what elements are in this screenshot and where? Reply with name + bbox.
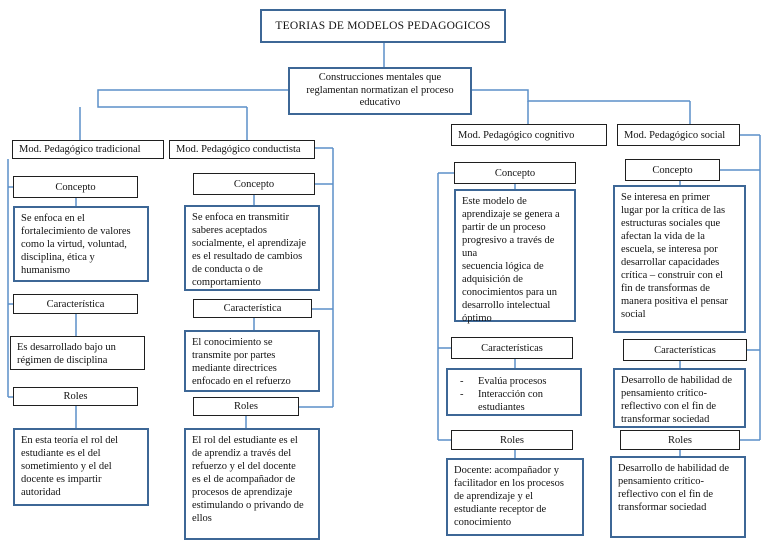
conductista-characteristic-text: El conocimiento se transmite por partes … <box>184 330 320 392</box>
social-roles-label: Roles <box>620 430 740 450</box>
cognitivo-roles-text: Docente: acompañador y facilitador en lo… <box>446 458 584 536</box>
characteristic-item: - Interacción con estudiantes <box>460 389 544 413</box>
tradicional-roles-label: Roles <box>13 387 138 406</box>
main-node: Construcciones mentales que reglamentan … <box>288 67 472 115</box>
dash-bullet-icon: - <box>460 376 464 387</box>
social-concept-text: Se interesa en primer lugar por la críti… <box>613 185 746 333</box>
tradicional-characteristic-label: Característica <box>13 294 138 314</box>
tradicional-concept-label: Concepto <box>13 176 138 198</box>
dash-bullet-icon: - <box>460 389 464 400</box>
cognitivo-characteristic-label: Características <box>451 337 573 359</box>
social-roles-text: Desarrollo de habilidad de pensamiento c… <box>610 456 746 538</box>
social-characteristic-label: Características <box>623 339 747 361</box>
social-characteristic-text: Desarrollo de habilidad de pensamiento c… <box>613 368 746 428</box>
cognitivo-roles-label: Roles <box>451 430 573 450</box>
social-concept-label: Concepto <box>625 159 720 181</box>
tradicional-roles-text: En esta teoría el rol del estudiante es … <box>13 428 149 506</box>
model-conductista-header: Mod. Pedagógico conductista <box>169 140 315 159</box>
model-tradicional-header: Mod. Pedagógico tradicional <box>12 140 164 159</box>
tradicional-concept-text: Se enfoca en el fortalecimiento de valor… <box>13 206 149 282</box>
conductista-concept-text: Se enfoca en transmitir saberes aceptado… <box>184 205 320 291</box>
conductista-concept-label: Concepto <box>193 173 315 195</box>
cognitivo-concept-text: Este modelo de aprendizaje se genera a p… <box>454 189 576 324</box>
characteristic-item: - Evalúa procesos <box>460 376 547 387</box>
conductista-roles-label: Roles <box>193 397 299 416</box>
diagram-title: TEORIAS DE MODELOS PEDAGOGICOS <box>260 9 506 43</box>
conductista-roles-text: El rol del estudiante es el de aprendiz … <box>184 428 320 540</box>
model-cognitivo-header: Mod. Pedagógico cognitivo <box>451 124 607 146</box>
conductista-characteristic-label: Característica <box>193 299 312 318</box>
cognitivo-concept-label: Concepto <box>454 162 576 184</box>
tradicional-characteristic-text: Es desarrollado bajo un régimen de disci… <box>10 336 145 370</box>
model-social-header: Mod. Pedagógico social <box>617 124 740 146</box>
cognitivo-characteristic-list: - Evalúa procesos - Interacción con estu… <box>446 368 582 416</box>
